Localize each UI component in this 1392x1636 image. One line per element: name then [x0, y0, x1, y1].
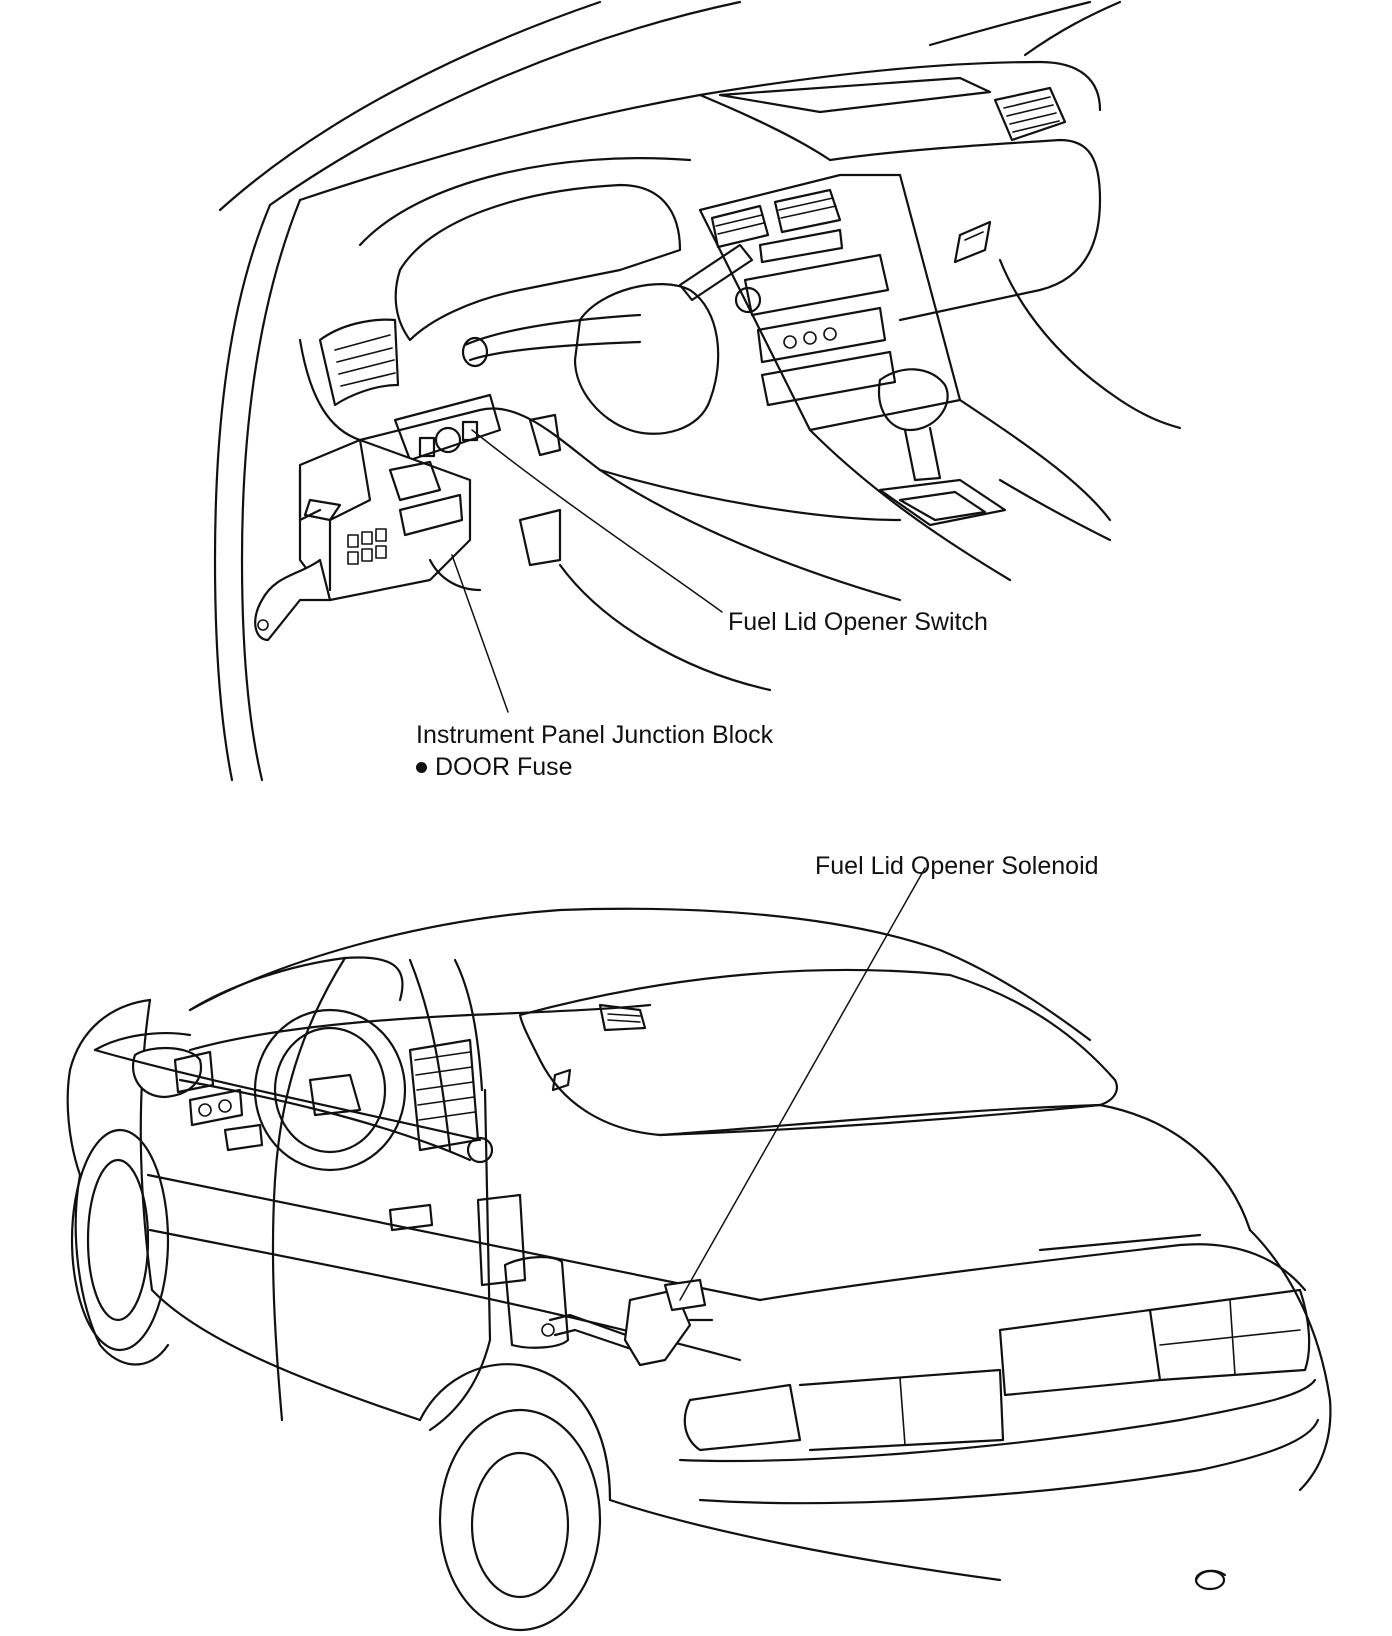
instrument-panel-illustration [213, 0, 1182, 782]
fuel-lid-opener-solenoid-label: Fuel Lid Opener Solenoid [815, 852, 1099, 880]
solenoid-illustration [541, 1278, 714, 1367]
door-fuse-label: DOOR Fuse [416, 752, 573, 782]
door-fuse-text: DOOR Fuse [435, 753, 573, 781]
instrument-panel-junction-block-label: Instrument Panel Junction Block [416, 721, 774, 749]
junction-block-leader-line [451, 554, 509, 713]
vehicle-illustration [66, 907, 1332, 1632]
bullet-icon [416, 762, 427, 773]
switch-leader-line [471, 429, 723, 613]
fuel-lid-opener-switch-label: Fuel Lid Opener Switch [728, 608, 988, 636]
junction-block-illustration [254, 438, 472, 642]
solenoid-leader-line [679, 867, 926, 1301]
